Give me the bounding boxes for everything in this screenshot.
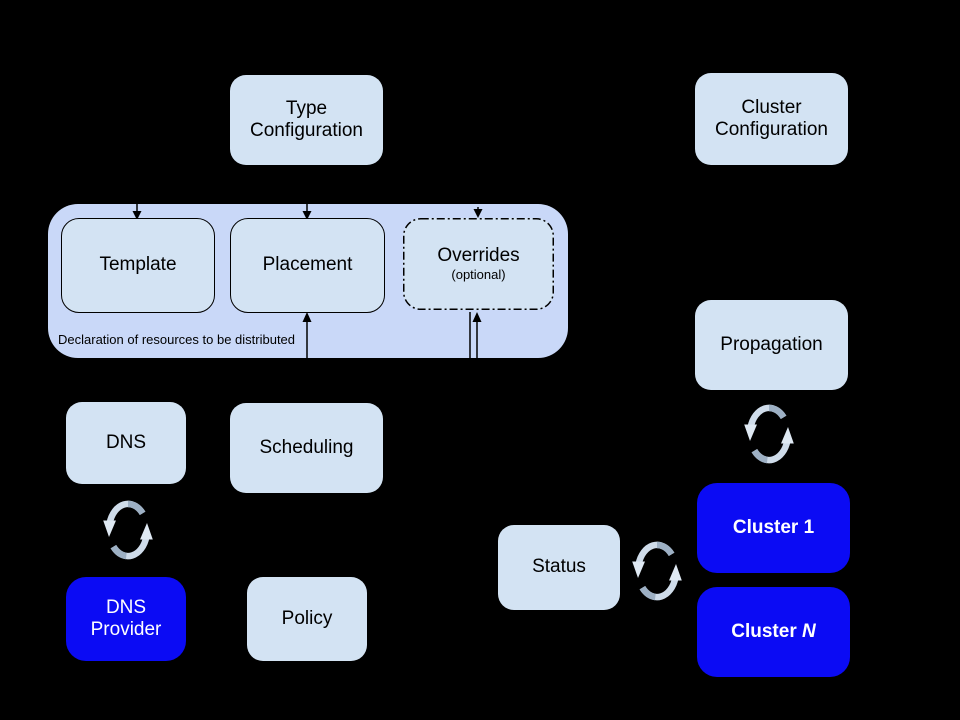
edge-policy-to-overrides — [472, 312, 482, 460]
node-dns: DNS — [66, 402, 186, 484]
edge-typeconfig-to-overrides — [473, 178, 483, 218]
edge-typeconfig-to-placement — [302, 178, 312, 220]
sync-icon — [103, 500, 153, 560]
node-overrides: Overrides (optional) — [403, 218, 554, 310]
node-label: Cluster N — [731, 620, 816, 642]
node-label: Policy — [281, 607, 333, 629]
node-dns-provider: DNS Provider — [66, 577, 186, 661]
node-sublabel: (optional) — [451, 267, 506, 283]
node-label: Template — [99, 254, 177, 276]
node-label: Cluster Configuration — [714, 96, 829, 140]
node-cluster-1: Cluster 1 — [697, 483, 850, 573]
node-label: Scheduling — [259, 436, 354, 458]
container-caption: Declaration of resources to be distribut… — [58, 332, 296, 347]
node-scheduling: Scheduling — [230, 403, 383, 493]
dash-dot-border — [403, 218, 554, 310]
node-label: Status — [532, 556, 586, 578]
node-placement: Placement — [230, 218, 385, 313]
edge-scheduling-to-placement — [302, 312, 312, 402]
node-label: Propagation — [720, 333, 823, 355]
sync-icon — [744, 404, 794, 464]
node-label: Overrides — [437, 244, 520, 266]
sync-icon — [632, 541, 682, 601]
node-label: DNS Provider — [90, 596, 162, 640]
node-label: Cluster 1 — [732, 516, 815, 538]
node-template: Template — [61, 218, 215, 313]
node-cluster-n: Cluster N — [697, 587, 850, 677]
node-label: Type Configuration — [249, 97, 364, 141]
node-label: DNS — [105, 431, 147, 453]
node-status: Status — [498, 525, 620, 610]
node-cluster-configuration: Cluster Configuration — [695, 73, 848, 165]
node-label: Placement — [262, 254, 353, 276]
node-propagation: Propagation — [695, 300, 848, 390]
node-type-configuration: Type Configuration — [230, 75, 383, 165]
edge-typeconfig-to-template — [132, 178, 142, 220]
node-policy: Policy — [247, 577, 367, 661]
